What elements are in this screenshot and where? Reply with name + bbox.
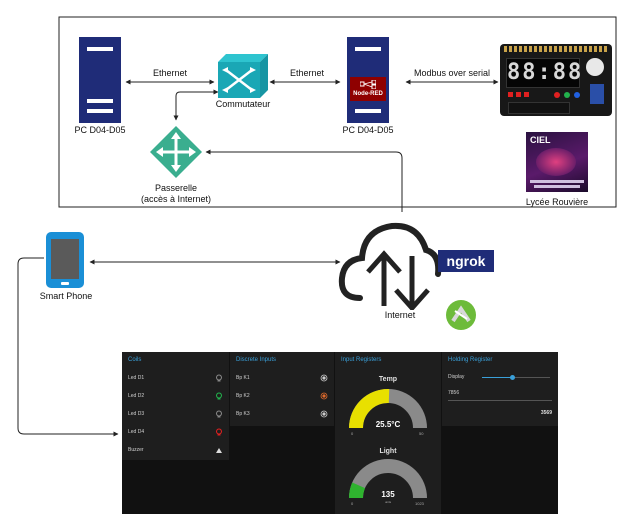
discrete-inputs-panel: Discrete Inputs Bp K1 Bp K2 Bp K3 xyxy=(230,352,334,426)
cloud-service-logo-icon xyxy=(446,300,476,330)
coil-label: Led D3 xyxy=(128,411,145,417)
input-registers-panel: Input Registers Temp 25.5°C 0 50 Light 1… xyxy=(335,352,441,514)
display-slider-label: Display xyxy=(448,374,465,380)
buzzer-icon xyxy=(216,448,222,453)
internet-label: Internet xyxy=(384,310,416,320)
modbus-label: Modbus over serial xyxy=(413,68,491,78)
bulb-icon xyxy=(216,410,222,418)
smartphone-label: Smart Phone xyxy=(39,291,93,301)
coils-list: Led D1 Led D2 Led D3 Led D4 Buzzer xyxy=(122,369,229,459)
phone-dashboard-link xyxy=(17,257,119,437)
nodered-logo: Node-RED xyxy=(350,77,386,101)
gateway-label-1: Passerelle xyxy=(154,183,198,193)
light-gauge-max: 1023 xyxy=(415,501,424,506)
ngrok-logo: ngrok xyxy=(438,250,494,272)
potentiometer-icon xyxy=(590,84,604,104)
discrete-input-row: Bp K2 xyxy=(230,387,334,405)
lan-frame xyxy=(58,16,617,208)
holding-register-title: Holding Register xyxy=(448,357,493,363)
server-right-icon: Node-RED xyxy=(347,37,389,123)
coil-label: Led D1 xyxy=(128,375,145,381)
light-gauge-title: Light xyxy=(379,448,397,455)
discrete-input-row: Bp K3 xyxy=(230,405,334,423)
coil-row[interactable]: Buzzer xyxy=(122,441,229,459)
coil-label: Led D4 xyxy=(128,429,145,435)
ethernet-left-label: Ethernet xyxy=(152,68,188,78)
nodered-text: Node-RED xyxy=(353,91,383,97)
coils-panel: Coils Led D1 Led D2 Led D3 Led D4 Buzzer xyxy=(122,352,229,460)
discrete-inputs-title: Discrete Inputs xyxy=(236,357,277,363)
temp-gauge-max: 50 xyxy=(419,431,424,436)
light-gauge xyxy=(349,459,427,499)
smartphone-icon xyxy=(46,232,84,288)
display-text-value: 3569 xyxy=(540,410,552,416)
discrete-input-label: Bp K1 xyxy=(236,375,250,381)
seven-segment-display: 88:88 xyxy=(506,58,581,88)
led-red xyxy=(508,92,513,97)
coil-row[interactable]: Led D1 xyxy=(122,369,229,387)
ciel-logo-text: CIEL xyxy=(530,135,551,145)
nodered-flow-icon xyxy=(360,80,376,89)
nodered-dashboard: Coils Led D1 Led D2 Led D3 Led D4 Buzzer Dis… xyxy=(122,352,558,514)
bulb-icon xyxy=(216,428,222,436)
switch-gateway-link xyxy=(173,89,219,121)
coils-title: Coils xyxy=(128,357,142,363)
gateway-label-2: (accès à Internet) xyxy=(140,194,212,204)
pc-right-label: PC D04-D05 xyxy=(342,125,394,135)
gateway-router-icon xyxy=(150,126,202,178)
temp-gauge xyxy=(349,389,427,429)
display-input-underline xyxy=(448,400,552,401)
button-blue xyxy=(574,92,580,98)
temp-gauge-title: Temp xyxy=(378,376,398,383)
input-registers-title: Input Registers xyxy=(341,357,382,363)
switch-icon xyxy=(218,54,268,98)
temp-gauge-min: 0 xyxy=(351,431,354,436)
display-slider-track[interactable] xyxy=(482,375,550,380)
light-gauge-min: 0 xyxy=(351,501,354,506)
server-left-icon xyxy=(79,37,121,123)
gateway-internet-link xyxy=(205,149,403,212)
status-indicator-icon xyxy=(320,374,328,382)
ciel-poster-image: CIEL xyxy=(526,132,588,192)
temp-gauge-value: 25.5°C xyxy=(375,420,401,429)
pc-left-label: PC D04-D05 xyxy=(74,125,126,135)
switch-label: Commutateur xyxy=(215,99,271,109)
light-gauge-unit: units xyxy=(384,500,392,504)
status-indicator-icon xyxy=(320,392,328,400)
bulb-icon xyxy=(216,374,222,382)
coil-label: Led D2 xyxy=(128,393,145,399)
multifunction-shield-photo: 88:88 xyxy=(500,44,612,116)
internet-cloud-icon xyxy=(338,222,442,310)
ethernet-right-label: Ethernet xyxy=(289,68,325,78)
coil-row[interactable]: Led D4 xyxy=(122,423,229,441)
school-label: Lycée Rouvière xyxy=(525,197,589,207)
display-input-value[interactable]: 7856 xyxy=(448,390,460,396)
discrete-input-row: Bp K1 xyxy=(230,369,334,387)
button-red xyxy=(554,92,560,98)
status-indicator-icon xyxy=(320,410,328,418)
coil-row[interactable]: Led D3 xyxy=(122,405,229,423)
bulb-icon xyxy=(216,392,222,400)
display-slider-thumb[interactable] xyxy=(510,375,516,380)
holding-register-panel: Holding Register Display 7856 3569 xyxy=(442,352,558,426)
button-green xyxy=(564,92,570,98)
header-pins xyxy=(504,46,608,52)
discrete-list: Bp K1 Bp K2 Bp K3 xyxy=(230,369,334,423)
discrete-input-label: Bp K3 xyxy=(236,411,250,417)
coil-row[interactable]: Led D2 xyxy=(122,387,229,405)
discrete-input-label: Bp K2 xyxy=(236,393,250,399)
light-gauge-value: 135 xyxy=(381,490,395,499)
coil-label: Buzzer xyxy=(128,447,144,453)
buzzer-icon xyxy=(586,58,604,76)
